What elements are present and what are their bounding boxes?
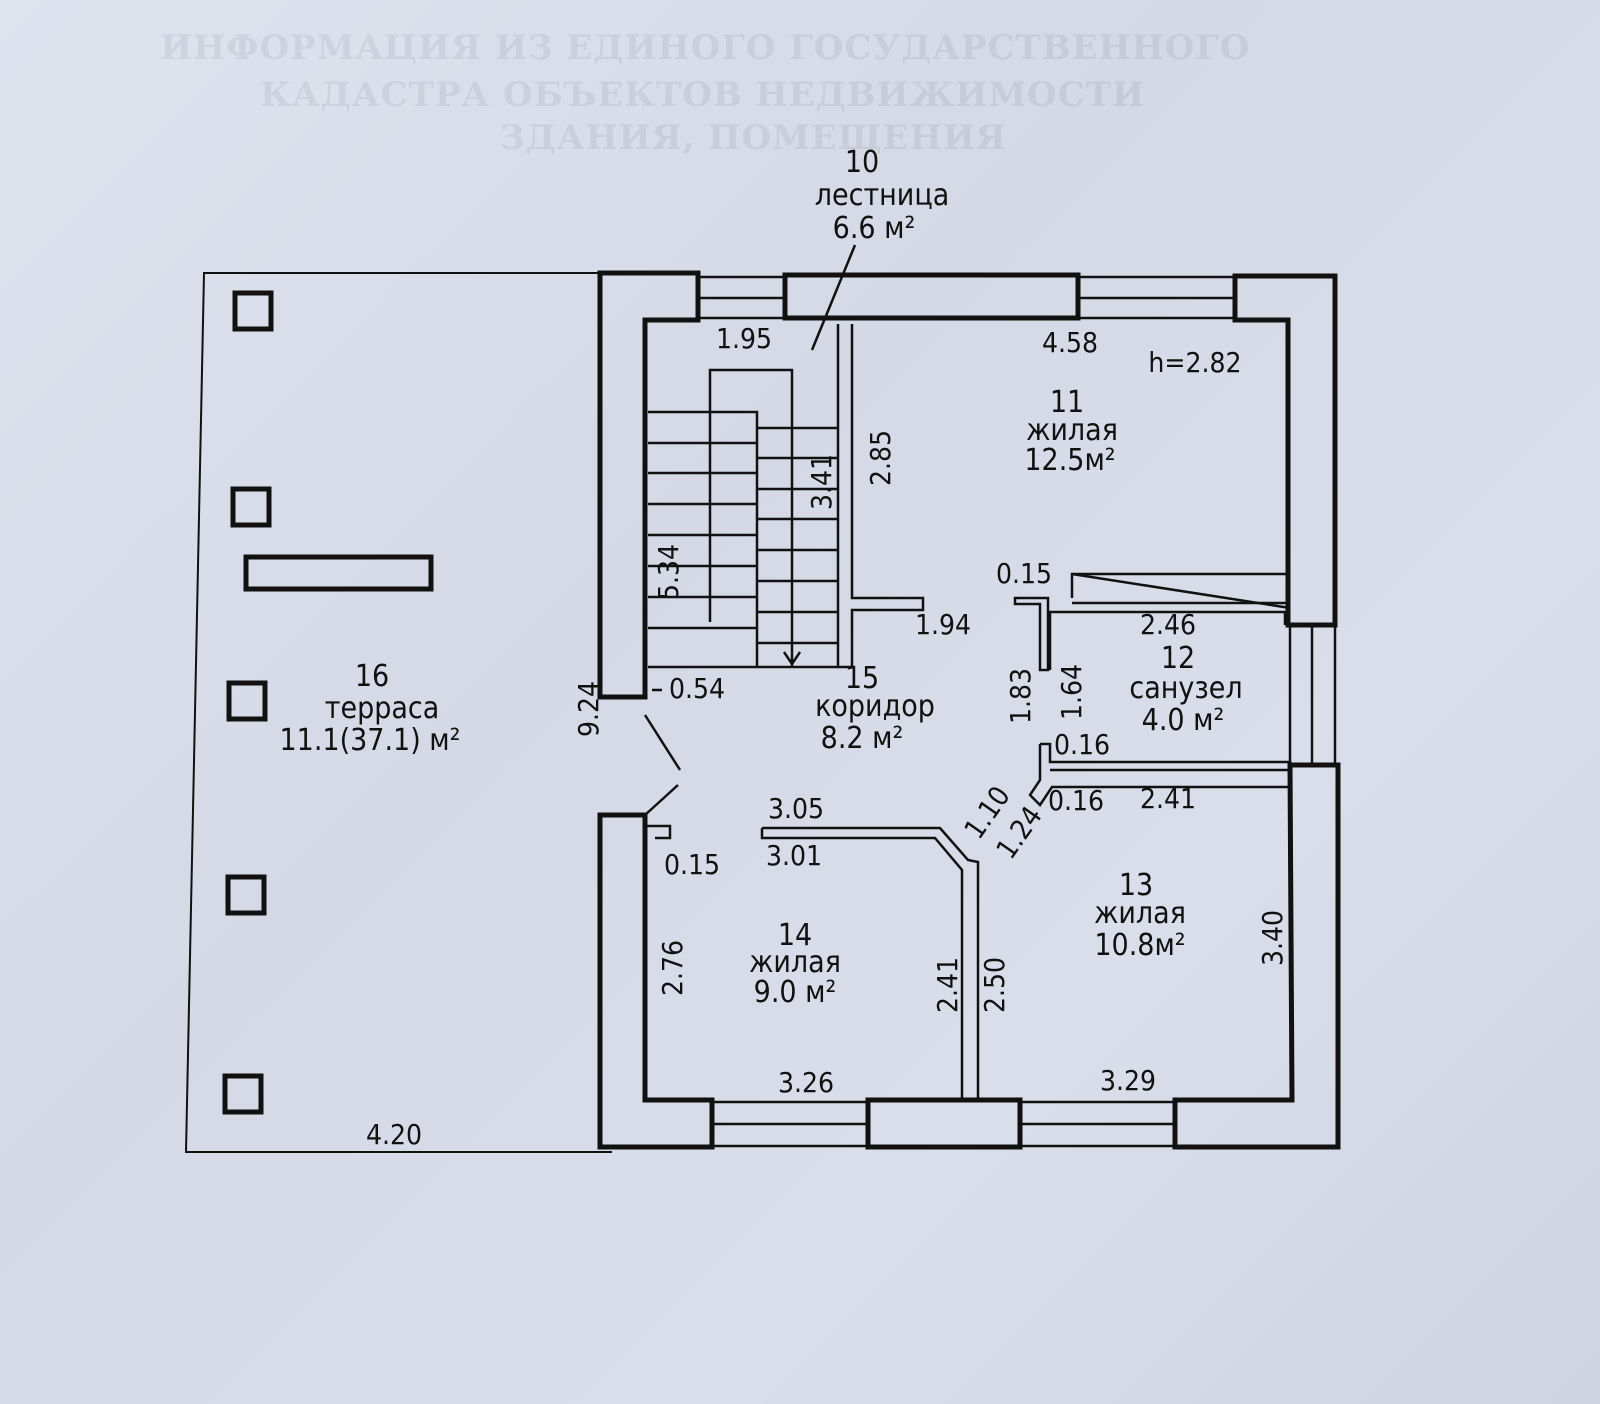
room-10-label: 10 лестница 6.6 м² <box>815 145 950 246</box>
dim-label: 9.24 <box>572 681 605 737</box>
svg-text:12.5м²: 12.5м² <box>1024 443 1115 478</box>
dim-label: 1.94 <box>915 608 971 641</box>
svg-text:коридор: коридор <box>815 689 935 724</box>
window-bottom-right <box>1020 1100 1175 1148</box>
terrace-outline <box>184 272 612 1153</box>
dim-label: 3.40 <box>1256 910 1289 966</box>
dim-label: 2.41 <box>1140 782 1196 815</box>
window-top-left <box>698 275 785 320</box>
svg-text:10.8м²: 10.8м² <box>1094 928 1185 963</box>
stair-partition <box>836 324 925 669</box>
svg-text:6.6 м²: 6.6 м² <box>833 211 916 246</box>
dim-label: 3.29 <box>1100 1064 1156 1097</box>
room-11-label: 11 жилая 12.5м² <box>1024 385 1118 478</box>
room-12-label: 12 санузел 4.0 м² <box>1129 641 1242 738</box>
ceiling-height: h=2.82 <box>1148 346 1241 379</box>
leader-line <box>810 244 857 351</box>
staircase <box>648 368 838 669</box>
wall-top-right <box>1232 273 1338 628</box>
dim-label: 1.83 <box>1004 668 1037 724</box>
dim-label: 4.58 <box>1042 326 1098 359</box>
terrace-column <box>226 680 268 722</box>
dim-label: 1.64 <box>1055 664 1088 720</box>
svg-text:16: 16 <box>355 659 389 694</box>
svg-text:10: 10 <box>845 145 879 180</box>
dim-label: 5.34 <box>652 544 685 600</box>
svg-text:санузел: санузел <box>1129 671 1242 706</box>
svg-text:8.2 м²: 8.2 м² <box>821 721 904 756</box>
dim-label: 0.15 <box>996 557 1052 590</box>
dim-label: 2.85 <box>864 430 897 486</box>
partition-14-13 <box>760 826 980 1100</box>
svg-text:лестница: лестница <box>815 178 950 213</box>
svg-text:4.0 м²: 4.0 м² <box>1142 703 1225 738</box>
dim-label: 3.41 <box>805 454 838 510</box>
dim-label: 3.26 <box>778 1066 834 1099</box>
room-13-label: 13 жилая 10.8м² <box>1094 868 1186 963</box>
svg-text:13: 13 <box>1119 868 1153 903</box>
bath-niche <box>1070 572 1290 598</box>
faded-header-line: ЗДАНИЯ, ПОМЕЩЕНИЯ <box>500 118 1007 158</box>
wall-left-upper <box>597 270 701 700</box>
dim-label: 2.41 <box>931 957 964 1013</box>
dim-label: 3.01 <box>766 839 822 872</box>
terrace-column <box>232 290 274 332</box>
svg-text:11.1(37.1) м²: 11.1(37.1) м² <box>280 723 461 758</box>
faded-header-line: КАДАСТРА ОБЪЕКТОВ НЕДВИЖИМОСТИ <box>260 75 1146 115</box>
svg-text:терраса: терраса <box>325 691 440 726</box>
wall-stub <box>645 824 672 840</box>
dim-label: 2.50 <box>978 957 1011 1013</box>
room-14-label: 14 жилая 9.0 м² <box>749 918 841 1010</box>
bath-wall-bottom <box>1040 742 1292 772</box>
svg-text:15: 15 <box>845 661 879 696</box>
terrace-bench <box>243 554 434 592</box>
dim-label: 2.46 <box>1140 608 1196 641</box>
wall-bottom-middle <box>865 1097 1023 1150</box>
dim-label: 0.15 <box>664 848 720 881</box>
terrace-column <box>225 874 267 916</box>
window-top-right <box>1078 275 1235 320</box>
door-leaf <box>644 784 679 816</box>
dim-label: 0.16 <box>1048 784 1104 817</box>
dim-label: 4.20 <box>366 1118 422 1151</box>
dim-label: 0.54 <box>669 672 725 705</box>
dim-label: 2.76 <box>656 940 689 996</box>
window-right <box>1288 625 1337 765</box>
svg-text:жилая: жилая <box>1094 896 1186 931</box>
room-16-label: 16 терраса 11.1(37.1) м² <box>280 659 461 758</box>
wall-top-middle <box>782 272 1081 321</box>
room-15-label: 15 коридор 8.2 м² <box>815 661 935 756</box>
terrace-column <box>230 486 272 528</box>
dim-label: 0.16 <box>1054 728 1110 761</box>
door-leaf <box>643 714 682 771</box>
svg-text:9.0 м²: 9.0 м² <box>754 975 837 1010</box>
wall-tee <box>1013 596 1050 672</box>
svg-text:11: 11 <box>1050 385 1084 420</box>
svg-text:жилая: жилая <box>1026 413 1118 448</box>
dim-label: 1.95 <box>716 322 772 355</box>
bath-wall-inner <box>1048 610 1287 670</box>
dim-label: 3.05 <box>768 792 824 825</box>
room13-wall-top <box>1028 744 1290 807</box>
svg-text:жилая: жилая <box>749 945 841 980</box>
svg-text:12: 12 <box>1161 641 1195 676</box>
faded-header-line: ИНФОРМАЦИЯ ИЗ ЕДИНОГО ГОСУДАРСТВЕННОГО <box>160 28 1251 68</box>
window-bottom-left <box>712 1100 868 1148</box>
svg-text:14: 14 <box>778 918 812 953</box>
terrace-column <box>222 1073 264 1115</box>
